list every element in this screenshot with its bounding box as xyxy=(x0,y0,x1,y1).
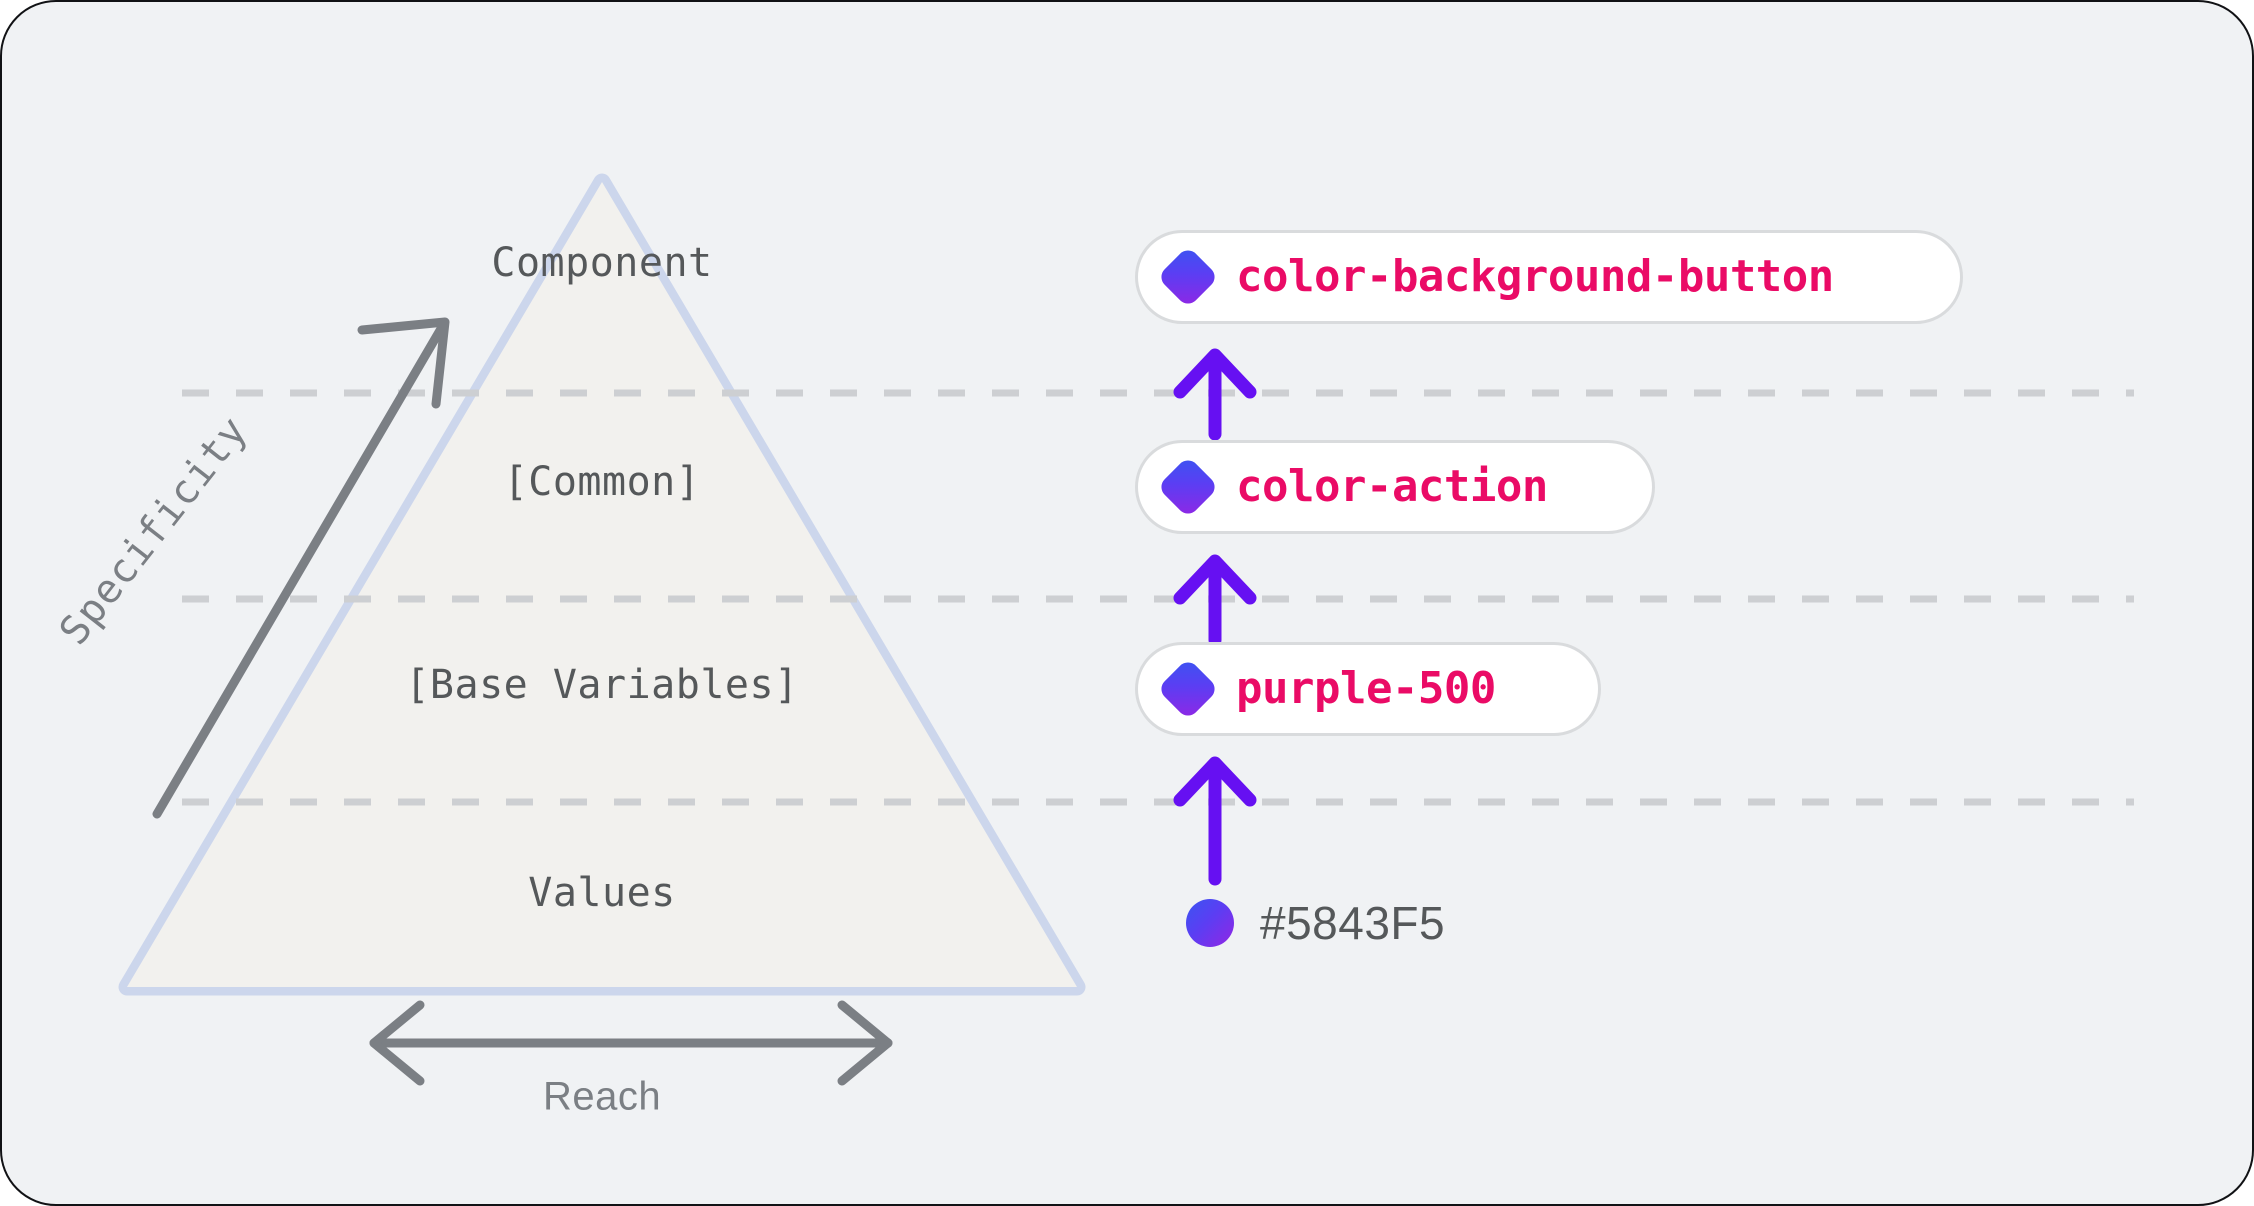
reach-arrow-icon xyxy=(369,1000,893,1086)
color-swatch-diamond-icon xyxy=(1156,657,1220,721)
token-pill-label: color-background-button xyxy=(1236,251,1834,302)
token-pill-color-action[interactable]: color-action xyxy=(1135,440,1655,534)
flow-arrow-common-to-component xyxy=(1173,348,1257,441)
color-swatch-circle-icon xyxy=(1186,899,1234,947)
raw-value-label: #5843F5 xyxy=(1260,897,1446,949)
tier-label-component: Component xyxy=(491,240,713,286)
token-pill-color-background-button[interactable]: color-background-button xyxy=(1135,230,1963,324)
specificity-axis-label: Specificity xyxy=(50,407,257,654)
tier-label-common: [Common] xyxy=(503,459,701,505)
token-pill-label: purple-500 xyxy=(1236,663,1496,714)
color-swatch-diamond-icon xyxy=(1156,245,1220,309)
color-swatch-diamond-icon xyxy=(1156,455,1220,519)
pyramid-shape xyxy=(118,173,1086,996)
tier-label-base-variables: [Base Variables] xyxy=(405,662,799,708)
specificity-arrow-icon xyxy=(152,317,450,819)
token-pill-purple-500[interactable]: purple-500 xyxy=(1135,642,1601,736)
token-pill-label: color-action xyxy=(1236,461,1548,512)
flow-arrow-base-to-common xyxy=(1173,554,1257,647)
raw-value-row: #5843F5 xyxy=(1186,899,1445,947)
tier-label-values: Values xyxy=(528,870,676,916)
reach-axis-label: Reach xyxy=(542,1074,662,1119)
flow-arrow-value-to-base xyxy=(1173,756,1257,886)
